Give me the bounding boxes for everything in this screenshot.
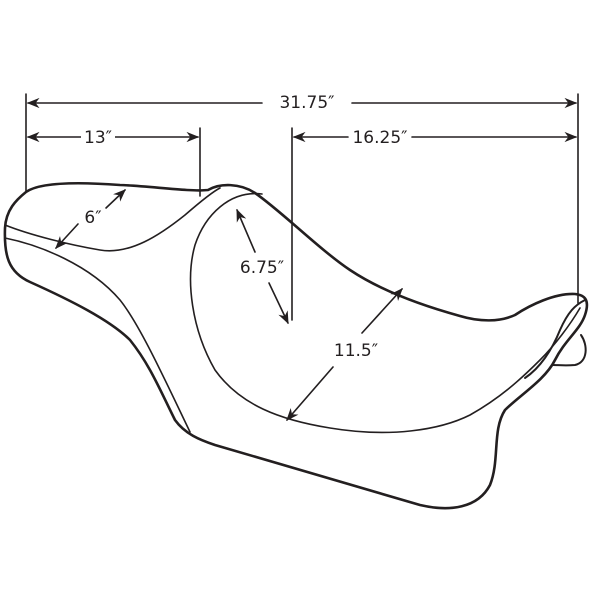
front-edge-line <box>4 237 191 433</box>
seat-outline <box>3 181 589 510</box>
rear-bump <box>552 334 587 367</box>
rider-seat-width-label: 6″ <box>84 208 102 228</box>
passenger-length-label: 16.25″ <box>349 128 411 148</box>
rear-tail-edge <box>524 299 586 379</box>
rider-length-label: 13″ <box>81 128 115 148</box>
passenger-width-label: 11.5″ <box>333 341 379 361</box>
rider-seat-contour <box>4 187 221 252</box>
rider-depth-label: 6.75″ <box>239 258 285 278</box>
backrest-contour <box>189 192 581 434</box>
overall-length-label: 31.75″ <box>276 93 338 113</box>
